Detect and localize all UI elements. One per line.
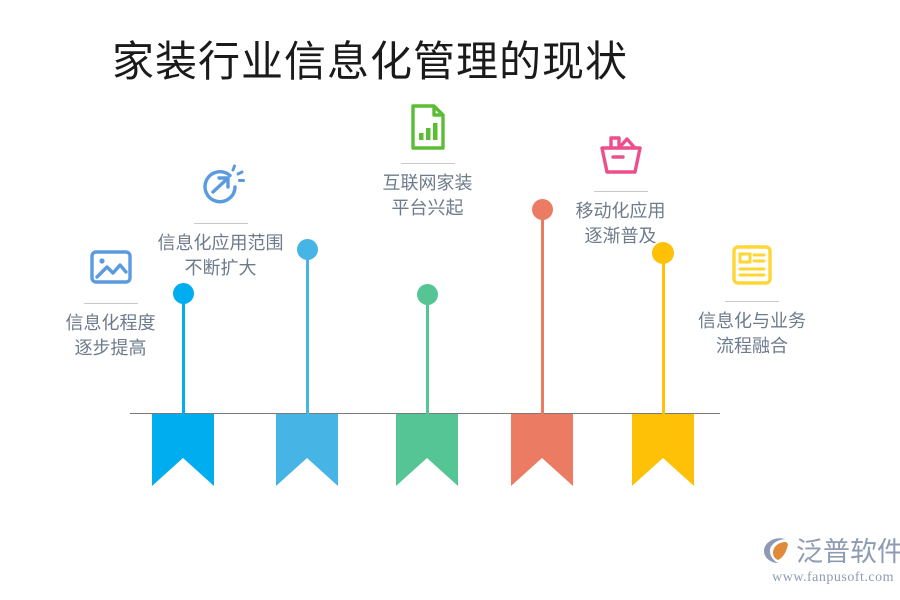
item-5-caption-line2: 流程融合 — [716, 336, 788, 356]
item-4-ribbon[interactable] — [511, 414, 573, 486]
item-4-caption-line2: 逐渐普及 — [584, 226, 657, 246]
item-4-label-group: 移动化应用 逐渐普及 — [548, 128, 693, 249]
image-picture-icon — [38, 240, 183, 294]
item-1-caption-line2: 逐步提高 — [74, 338, 147, 358]
item-1-dot[interactable] — [173, 283, 194, 304]
item-2-caption-line1: 信息化应用范围 — [157, 233, 284, 253]
item-2-stem — [306, 252, 309, 414]
item-2-label-group: 信息化应用范围 不断扩大 — [133, 160, 308, 281]
item-2-divider — [193, 223, 248, 224]
item-4-dot[interactable] — [532, 199, 553, 220]
item-5-dot[interactable] — [652, 242, 674, 264]
brand-logo[interactable]: 泛普软件 www.fanpusoft.com — [762, 535, 900, 591]
item-3-ribbon[interactable] — [396, 414, 458, 486]
timeline-baseline — [130, 413, 720, 414]
item-3-label-group: 互联网家装 平台兴起 — [355, 100, 500, 221]
logo-row: 泛普软件 — [762, 535, 900, 570]
document-chart-icon — [355, 100, 500, 154]
item-2-ribbon[interactable] — [276, 414, 338, 486]
item-3-caption-line2: 平台兴起 — [391, 198, 464, 218]
logo-wordmark: 泛普软件 — [796, 537, 900, 567]
item-1-stem — [182, 296, 185, 414]
item-5-ribbon[interactable] — [632, 414, 694, 486]
item-4-divider — [593, 191, 648, 192]
logo-url: www.fanpusoft.com — [772, 570, 894, 585]
shopping-basket-icon — [548, 128, 693, 182]
item-4-caption-line1: 移动化应用 — [575, 201, 666, 221]
item-5-caption-line1: 信息化与业务 — [698, 311, 806, 331]
item-5-label-group: 信息化与业务 流程融合 — [678, 238, 826, 359]
item-2-caption-line2: 不断扩大 — [184, 258, 257, 278]
item-3-stem — [426, 297, 429, 414]
item-3-divider — [400, 163, 455, 164]
item-5-divider — [725, 301, 779, 302]
item-2-dot[interactable] — [297, 239, 318, 260]
item-1-caption-line1: 信息化程度 — [65, 313, 156, 333]
item-1-label-group: 信息化程度 逐步提高 — [38, 240, 183, 361]
page-title: 家装行业信息化管理的现状 — [111, 40, 628, 86]
expand-arrow-circle-icon — [133, 160, 308, 214]
item-4-stem — [541, 212, 544, 414]
item-3-caption-line1: 互联网家装 — [382, 173, 473, 193]
fanpu-logo-icon — [762, 535, 792, 570]
item-1-ribbon[interactable] — [152, 414, 214, 486]
item-1-divider — [83, 303, 138, 304]
item-5-stem — [662, 256, 665, 414]
item-3-dot[interactable] — [417, 284, 438, 305]
news-article-icon — [678, 238, 826, 292]
